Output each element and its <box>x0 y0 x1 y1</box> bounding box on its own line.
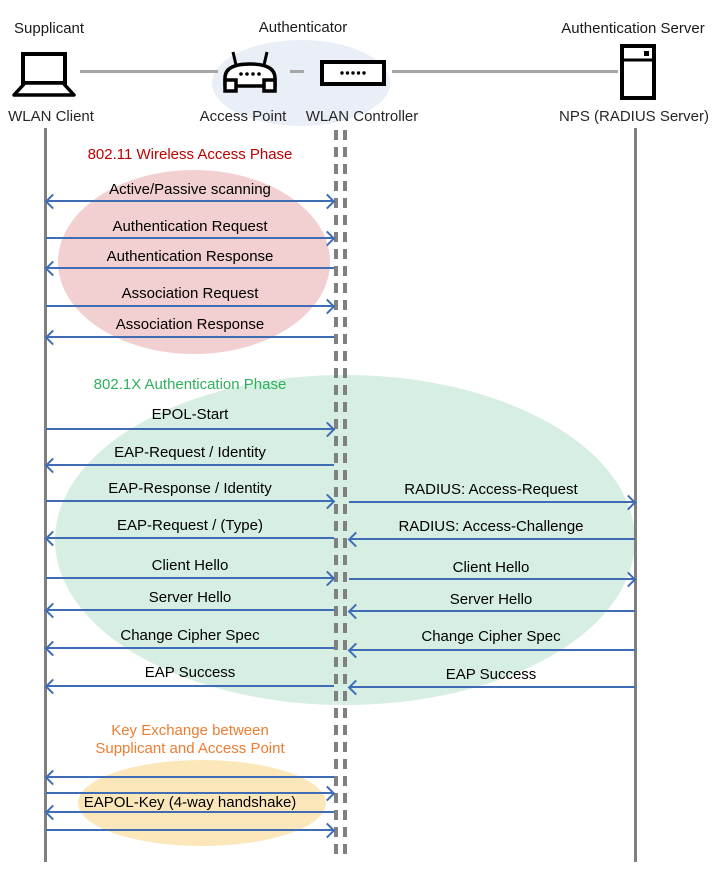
role-authentication-server: Authentication Server <box>561 20 705 37</box>
lifeline-wlan-client <box>44 128 47 862</box>
role-supplicant: Supplicant <box>14 20 85 37</box>
laptop-icon <box>12 52 76 97</box>
message-label: Association Response <box>115 316 265 333</box>
arrow-right <box>46 500 334 502</box>
device-nps-radius-server: NPS (RADIUS Server) <box>558 108 710 125</box>
message-label: Change Cipher Spec <box>421 628 561 645</box>
arrow-right <box>349 501 635 503</box>
phase3-ellipse <box>78 760 326 846</box>
arrow-right <box>46 577 334 579</box>
arrow-left <box>46 685 334 687</box>
arrow-left <box>349 610 635 612</box>
phase1-title: 802.11 Wireless Access Phase <box>87 146 293 163</box>
phase3-title-line2: Supplicant and Access Point <box>95 740 285 757</box>
phase2-title: 802.1X Authentication Phase <box>93 376 287 393</box>
message-label: RADIUS: Access-Challenge <box>398 518 584 535</box>
message-label: Authentication Request <box>112 218 268 235</box>
device-access-point: Access Point <box>199 108 287 125</box>
message-label: EAP-Response / Identity <box>108 480 272 497</box>
message-label: EAP Success <box>445 666 537 683</box>
handshake-label: EAPOL-Key (4-way handshake) <box>83 794 297 811</box>
arrow-left <box>349 649 635 651</box>
connector-line-right <box>392 70 618 73</box>
message-label: RADIUS: Access-Request <box>404 481 578 498</box>
arrow-left <box>46 464 334 466</box>
arrow-left <box>349 686 635 688</box>
arrow-left <box>46 609 334 611</box>
message-label: EAP Success <box>144 664 236 681</box>
message-label: Association Request <box>121 285 259 302</box>
connector-line-left <box>80 70 218 73</box>
message-label: EPOL-Start <box>151 406 229 423</box>
arrow-left <box>46 267 334 269</box>
lifeline-wlan-controller-dashed-left <box>334 130 338 856</box>
message-label: EAP-Request / Identity <box>114 444 266 461</box>
server-icon <box>620 44 656 100</box>
device-wlan-controller: WLAN Controller <box>305 108 419 125</box>
arrow-left <box>46 647 334 649</box>
message-label: Client Hello <box>151 557 229 574</box>
message-label: Change Cipher Spec <box>120 627 260 644</box>
arrow-right <box>46 792 334 794</box>
device-wlan-client: WLAN Client <box>8 108 94 125</box>
role-authenticator: Authenticator <box>258 19 348 36</box>
arrow-right <box>349 578 635 580</box>
message-label: Active/Passive scanning <box>109 181 271 198</box>
message-label: Server Hello <box>148 589 232 606</box>
connector-dash-middle <box>290 70 304 73</box>
message-label: Server Hello <box>449 591 533 608</box>
lifeline-nps-server <box>634 128 637 862</box>
wlan-controller-icon <box>320 60 386 86</box>
arrow-right <box>46 305 334 307</box>
arrow-right <box>46 237 334 239</box>
arrow-left <box>349 538 635 540</box>
access-point-icon <box>223 51 277 93</box>
arrow-left <box>46 336 334 338</box>
message-label: EAP-Request / (Type) <box>117 517 263 534</box>
message-label: Client Hello <box>452 559 530 576</box>
arrow-left <box>46 776 334 778</box>
lifeline-wlan-controller-dashed-right <box>343 130 347 856</box>
arrow-right <box>46 428 334 430</box>
arrow-left <box>46 537 334 539</box>
arrow-right <box>46 829 334 831</box>
phase3-title-line1: Key Exchange between <box>111 722 269 739</box>
arrow-left <box>46 811 334 813</box>
arrow-bidirectional <box>46 200 334 202</box>
message-label: Authentication Response <box>106 248 274 265</box>
